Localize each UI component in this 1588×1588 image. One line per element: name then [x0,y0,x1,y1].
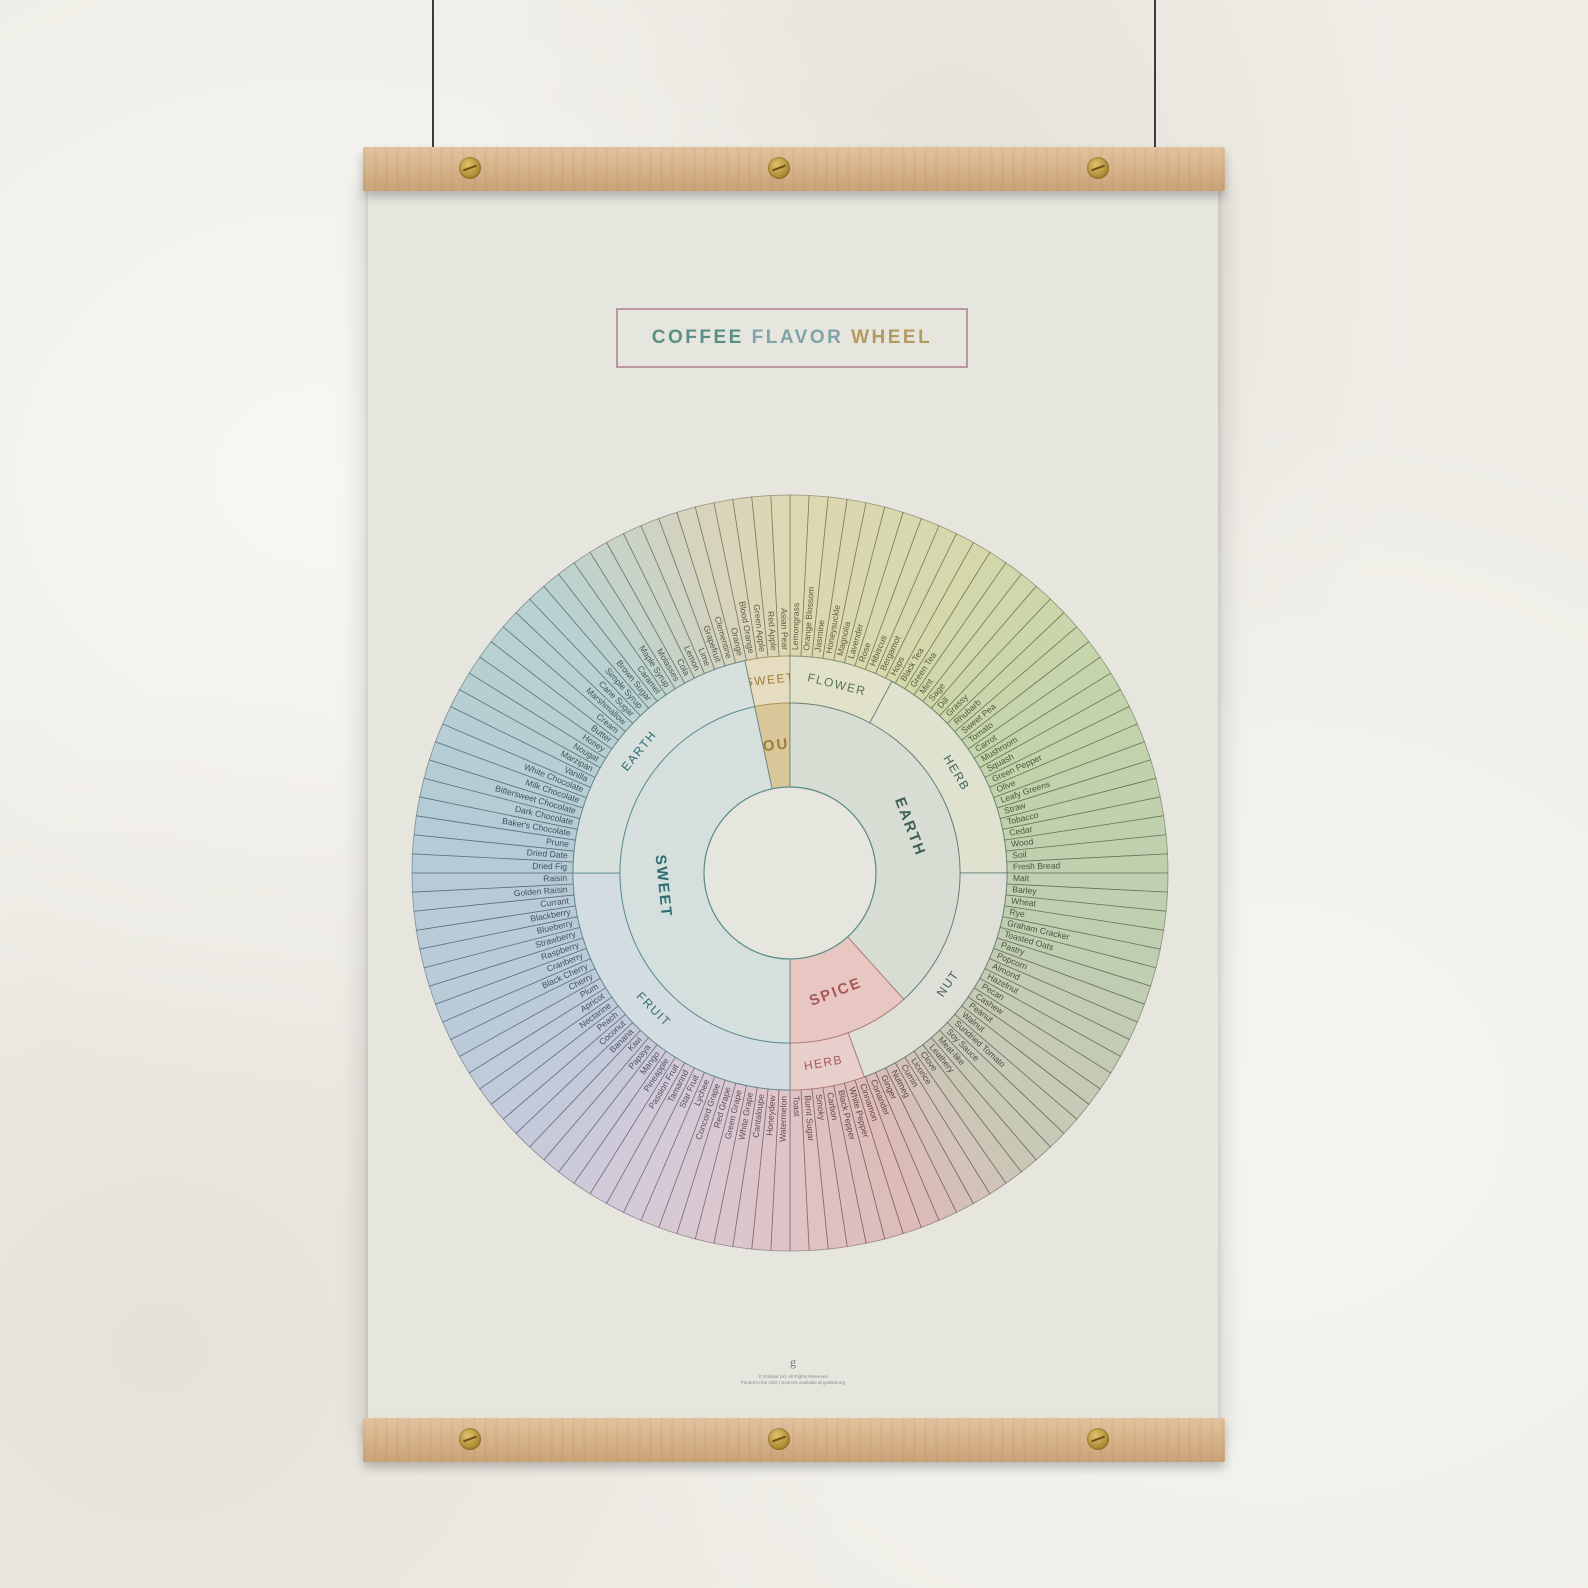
screw-icon [1087,1428,1109,1450]
middle-label: SWEET [744,670,795,689]
copyright-line: © Goldeal Ltd. All Rights Reserved [758,1374,828,1379]
screw-icon [459,157,481,179]
title-word-1: COFFEE [651,327,744,348]
flavor-label: Carbon [825,1091,840,1121]
screw-icon [1087,157,1109,179]
flavor-label: Malt [1013,873,1030,883]
flavor-label: Prune [545,836,569,849]
flavor-label: Raisin [543,873,567,884]
flavor-label: Wheat [1011,895,1038,908]
middle-label: HERB [803,1052,844,1073]
top-wood-rail [363,147,1225,191]
flavor-label: Burnt Sugar [803,1095,816,1142]
flavor-label: Dried Fig [532,861,567,872]
flavor-label: Smoky [814,1093,827,1121]
title-word-2: FLAVOR [751,327,844,348]
publisher-logo: g [790,1355,796,1369]
flavor-label: Honeydew [764,1094,777,1136]
title-word-3: WHEEL [851,327,933,348]
hanging-wire-right [1154,0,1156,148]
wheel-center [703,786,877,960]
flavor-label: Dried Date [526,847,568,860]
flavor-label: Cedar [1008,824,1033,838]
hanging-wire-left [432,0,434,148]
bottom-wood-rail [363,1418,1225,1462]
flavor-label: Red Apple [766,611,779,652]
screw-icon [768,1428,790,1450]
flavor-label: Lemongrass [790,603,801,651]
screw-icon [459,1428,481,1450]
screw-icon [768,157,790,179]
flavor-label: Asian Pear [779,608,790,650]
poster-title: COFFEE FLAVOR WHEEL [652,327,932,349]
flavor-label: Watermelon [777,1096,788,1142]
flavor-label: Soil [1012,849,1027,860]
flavor-label: Fresh Bread [1013,860,1061,871]
flavor-label: Wood [1010,836,1034,849]
flavor-label: Toast [791,1096,802,1117]
flavor-label: Barley [1012,884,1038,896]
flavor-label: Jasmine [812,619,826,652]
flavor-label: Rye [1009,907,1026,920]
flavor-label: Golden Raisin [513,884,568,898]
title-box: COFFEE FLAVOR WHEEL [616,308,968,368]
inner-label: SWEET [651,854,675,919]
flavor-label: Orange Blossom [801,586,816,651]
flavor-label: Currant [540,895,570,909]
printing-line: Printed in the USA | Sources available a… [740,1380,846,1385]
